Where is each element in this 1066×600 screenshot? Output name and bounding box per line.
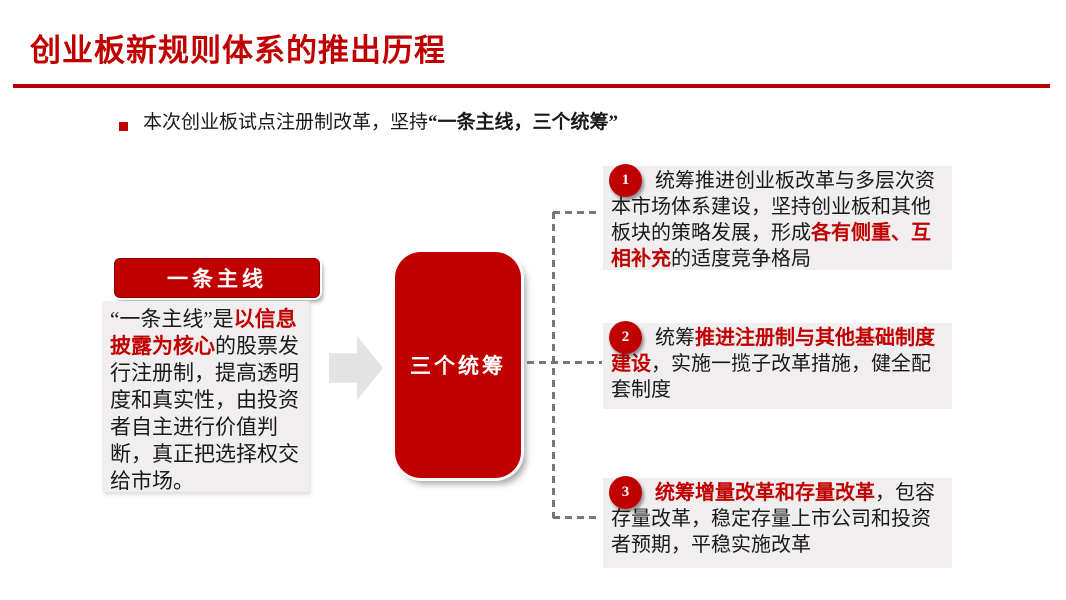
connector-branch-bottom: [553, 516, 601, 519]
connector-branch-middle: [527, 361, 602, 364]
item-card-2: 2 统筹推进注册制与其他基础制度建设，实施一揽子改革措施，健全配套制度: [603, 321, 952, 409]
bullet-text: 本次创业板试点注册制改革，坚持“一条主线，三个统筹”: [143, 112, 619, 133]
main-line-body: “一条主线”是以信息披露为核心的股票发行注册制，提高透明度和真实性，由投资者自主…: [102, 301, 309, 493]
item-3-text: 统筹增量改革和存量改革，包容存量改革，稳定存量上市公司和投资者预期，平稳实施改革: [611, 482, 935, 556]
title-divider: [13, 84, 1050, 88]
three-plans-label: 三个统筹: [410, 354, 506, 378]
item-2-text: 统筹推进注册制与其他基础制度建设，实施一揽子改革措施，健全配套制度: [611, 327, 935, 401]
item-card-3: 3 统筹增量改革和存量改革，包容存量改革，稳定存量上市公司和投资者预期，平稳实施…: [603, 476, 952, 568]
item-2-number-badge: 2: [609, 321, 642, 354]
right-arrow-icon: [329, 336, 383, 400]
item-card-1: 1 统筹推进创业板改革与多层次资本市场体系建设，坚持创业板和其他板块的策略发展，…: [603, 164, 952, 270]
item-1-text: 统筹推进创业板改革与多层次资本市场体系建设，坚持创业板和其他板块的策略发展，形成…: [611, 170, 935, 270]
bullet-square-icon: [119, 122, 128, 131]
main-line-header-label: 一条主线: [167, 267, 267, 291]
main-line-header-box: 一条主线: [114, 258, 320, 298]
three-plans-box: 三个统筹: [395, 252, 521, 478]
page-title: 创业板新规则体系的推出历程: [30, 33, 446, 68]
item-1-number-badge: 1: [609, 164, 642, 197]
connector-branch-top: [553, 211, 601, 214]
item-3-number-badge: 3: [609, 476, 642, 509]
connector-vertical-line: [552, 212, 555, 518]
